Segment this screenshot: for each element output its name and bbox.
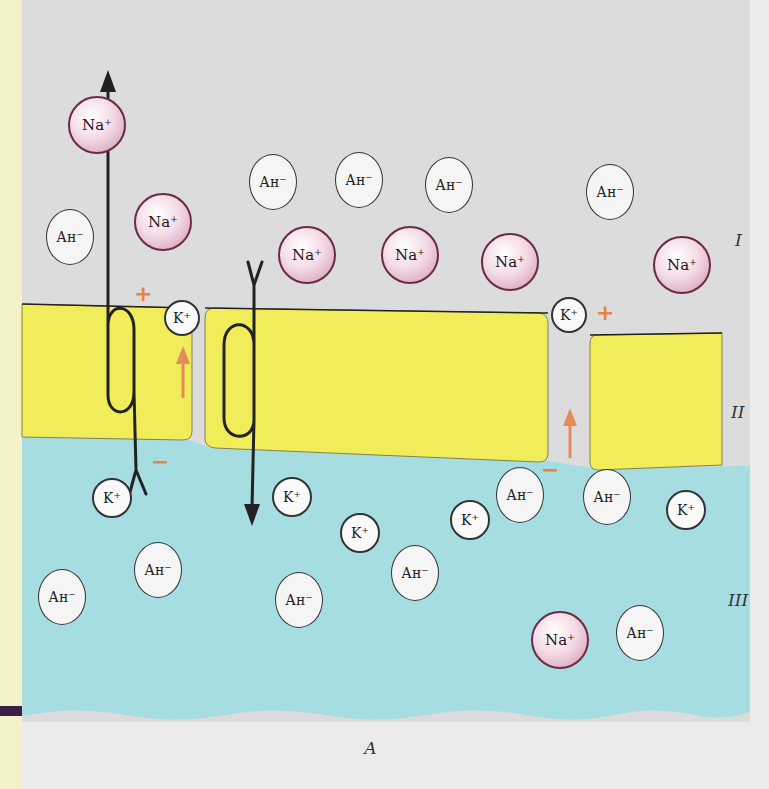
sodium-ion: Na⁺ xyxy=(653,236,711,294)
arrow-head xyxy=(563,408,577,426)
sodium-ion: Na⁺ xyxy=(278,226,336,284)
ion-symbol: K⁺ xyxy=(677,503,695,517)
anion: Ан⁻ xyxy=(38,569,86,625)
potassium-ion: K⁺ xyxy=(551,297,587,333)
sodium-ion: Na⁺ xyxy=(531,611,589,669)
potassium-ion: K⁺ xyxy=(340,513,380,553)
anion: Ан⁻ xyxy=(249,154,297,210)
ion-symbol: Ан⁻ xyxy=(345,173,372,187)
ion-symbol: Ан⁻ xyxy=(596,185,623,199)
ion-symbol: Ан⁻ xyxy=(56,230,83,244)
ion-symbol: Na⁺ xyxy=(545,633,575,648)
ion-symbol: K⁺ xyxy=(351,526,369,540)
charge-sign: − xyxy=(541,459,559,481)
ion-symbol: Na⁺ xyxy=(292,248,322,263)
anion: Ан⁻ xyxy=(391,545,439,601)
ion-flow-arrow xyxy=(182,362,185,398)
anion: Ан⁻ xyxy=(134,542,182,598)
ion-symbol: Ан⁻ xyxy=(626,626,653,640)
anion: Ан⁻ xyxy=(275,572,323,628)
outer-medium xyxy=(22,0,750,722)
arrow-head xyxy=(244,504,260,526)
region-number: III xyxy=(728,592,748,609)
ion-symbol: Ан⁻ xyxy=(285,593,312,607)
region-number: II xyxy=(731,404,744,421)
sodium-ion: Na⁺ xyxy=(481,233,539,291)
charge-sign: − xyxy=(151,451,169,473)
ion-symbol: K⁺ xyxy=(103,491,121,505)
membrane-segment xyxy=(205,308,548,462)
charge-sign: + xyxy=(134,283,152,305)
anion: Ан⁻ xyxy=(616,605,664,661)
ion-symbol: Ан⁻ xyxy=(48,590,75,604)
ion-symbol: Ан⁻ xyxy=(401,566,428,580)
ion-symbol: K⁺ xyxy=(560,308,578,322)
anion: Ан⁻ xyxy=(335,152,383,208)
ion-symbol: K⁺ xyxy=(283,490,301,504)
potassium-ion: K⁺ xyxy=(164,300,200,336)
arrow-head xyxy=(176,346,190,364)
anion: Ан⁻ xyxy=(496,467,544,523)
potassium-ion: K⁺ xyxy=(450,500,490,540)
ion-symbol: Na⁺ xyxy=(82,118,112,133)
cytoplasm xyxy=(22,436,750,720)
pump-arrow xyxy=(224,262,262,508)
ion-symbol: Na⁺ xyxy=(495,255,525,270)
region-number: I xyxy=(735,232,742,249)
arrow-head xyxy=(100,70,116,92)
ion-symbol: Ан⁻ xyxy=(144,563,171,577)
ion-symbol: Na⁺ xyxy=(667,258,697,273)
sodium-ion: Na⁺ xyxy=(381,226,439,284)
membrane-surface xyxy=(22,304,722,335)
potassium-ion: K⁺ xyxy=(272,477,312,517)
ion-symbol: K⁺ xyxy=(461,513,479,527)
ion-symbol: Ан⁻ xyxy=(506,488,533,502)
charge-sign: + xyxy=(596,302,614,324)
ion-symbol: Na⁺ xyxy=(395,248,425,263)
anion: Ан⁻ xyxy=(46,209,94,265)
ion-symbol: Na⁺ xyxy=(148,215,178,230)
ion-symbol: K⁺ xyxy=(173,311,191,325)
potassium-ion: K⁺ xyxy=(666,490,706,530)
ion-flow-arrow xyxy=(569,424,572,458)
figure-letter: А xyxy=(364,740,377,757)
ion-symbol: Ан⁻ xyxy=(259,175,286,189)
ion-symbol: Ан⁻ xyxy=(593,490,620,504)
page-strip xyxy=(0,0,22,789)
anion: Ан⁻ xyxy=(583,469,631,525)
sodium-ion: Na⁺ xyxy=(134,193,192,251)
membrane-segment xyxy=(590,333,722,470)
anion: Ан⁻ xyxy=(586,164,634,220)
sodium-ion: Na⁺ xyxy=(68,96,126,154)
potassium-ion: K⁺ xyxy=(92,478,132,518)
anion: Ан⁻ xyxy=(425,157,473,213)
ion-symbol: Ан⁻ xyxy=(435,178,462,192)
